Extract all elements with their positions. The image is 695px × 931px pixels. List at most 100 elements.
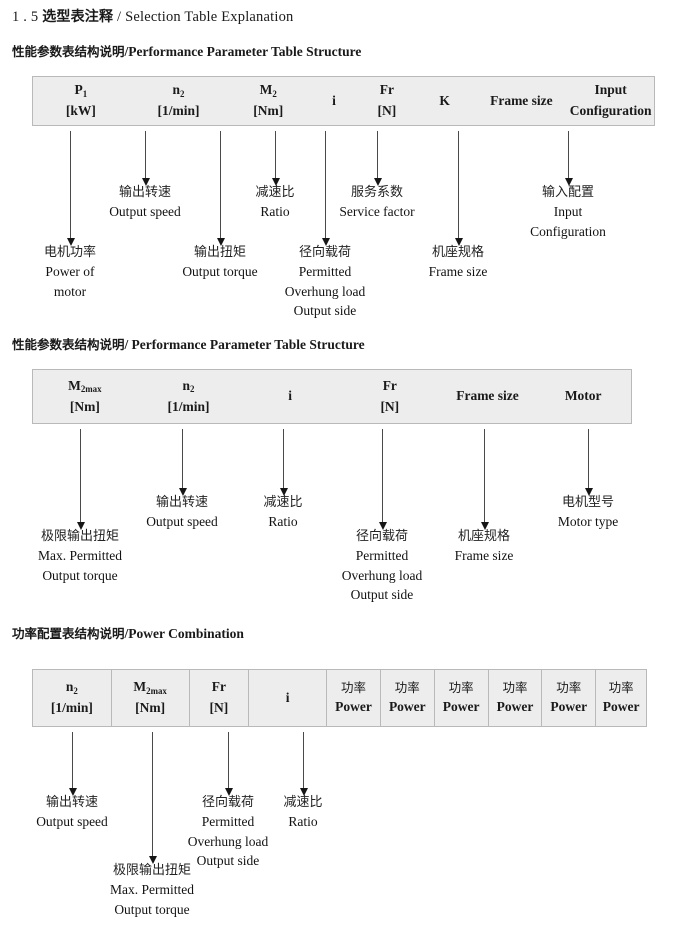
- annotation-label-en: Max. Permitted: [38, 548, 122, 564]
- annotation-label: 输出转速 Output speed: [109, 184, 181, 222]
- header-unit: Power: [550, 699, 588, 715]
- table-header-cell: Fr[N]: [188, 670, 249, 726]
- annotation-label-en: Output speed: [36, 814, 108, 830]
- header-unit: Power: [388, 699, 426, 715]
- annotation-label-cn: 电机型号: [561, 495, 614, 510]
- section-heading-2-sep: /: [124, 337, 129, 352]
- annotation-label-en: Motor type: [557, 514, 619, 530]
- header-unit: [Nm]: [135, 700, 166, 715]
- table-header-cell: M2max [Nm]: [110, 670, 189, 726]
- title-separator: /: [117, 9, 122, 25]
- annotation-label-en: Ratio: [260, 204, 290, 220]
- annotation-label-en: Output speed: [146, 514, 218, 530]
- annotation-label-cn: 输出扭矩: [193, 245, 246, 260]
- annotation-label-cn: 极限输出扭矩: [112, 863, 191, 878]
- annotation-arrow: [66, 131, 75, 246]
- table-header-cell: P1 [kW]: [33, 77, 129, 125]
- table-header-cell: Fr [N]: [360, 77, 414, 125]
- annotation-label-cn: 径向载荷: [201, 795, 255, 810]
- section-heading-3: 功率配置表结构说明/Power Combination: [12, 623, 244, 642]
- annotation-label-cn: 减速比: [263, 495, 303, 510]
- header-symbol: 功率: [394, 679, 420, 695]
- annotation-arrow: [378, 429, 387, 530]
- table-header-cell: Frame size: [476, 77, 568, 125]
- section-heading-1: 性能参数表结构说明/Performance Parameter Table St…: [12, 41, 361, 60]
- annotation-label-en: Ratio: [268, 514, 298, 530]
- header-symbol: i: [285, 689, 290, 705]
- annotation-label-cn: 径向载荷: [355, 529, 409, 544]
- header-symbol: M2max: [68, 377, 102, 395]
- header-unit: [1/min]: [167, 398, 210, 414]
- table-header-cell: i: [308, 77, 360, 125]
- annotation-label: 机座规格 Frame size: [455, 528, 514, 566]
- header-unit: [1/min]: [50, 700, 93, 715]
- header-symbol: Fr: [379, 82, 394, 98]
- header-unit: Configuration: [569, 103, 652, 118]
- annotation-label-cn: 径向载荷: [298, 245, 352, 260]
- section-heading-1-cn: 性能参数表结构说明: [12, 44, 125, 59]
- section-heading-3-sep: /: [124, 626, 129, 641]
- header-unit: [kW]: [65, 103, 96, 118]
- header-unit: Power: [602, 699, 640, 715]
- annotation-arrow: [76, 429, 85, 530]
- section-heading-1-sep: /: [124, 44, 129, 59]
- annotation-label-cn: 电机功率: [43, 245, 97, 260]
- table-header-cell: Fr [N]: [340, 370, 440, 423]
- annotation-arrow: [454, 131, 463, 246]
- header-symbol: P1: [74, 82, 88, 99]
- header-symbol: Fr: [382, 377, 397, 393]
- annotation-label-en: Output torque: [182, 264, 258, 280]
- header-symbol: 功率: [608, 679, 634, 695]
- header-unit: [Nm]: [253, 103, 284, 118]
- annotation-label-en: Frame size: [454, 548, 514, 564]
- annotation-label-cn: 极限输出扭矩: [40, 529, 119, 544]
- annotation-label: 输出扭矩 Output torque: [182, 244, 257, 282]
- header-unit: [N]: [377, 103, 397, 118]
- annotation-label-cn: 服务系数: [350, 185, 403, 200]
- annotation-label-en: Permitted: [201, 814, 255, 830]
- annotation-label-en: Output side: [350, 586, 414, 602]
- annotation-label-en: Power of: [45, 264, 95, 280]
- annotation-label-cn: 输出转速: [118, 185, 171, 200]
- header-symbol: M2max: [133, 679, 167, 696]
- annotation-label-en: Overhung load: [341, 567, 423, 583]
- annotation-label-en: Overhung load: [284, 283, 366, 299]
- annotation-label-cn: 减速比: [255, 185, 295, 200]
- table-header-cell: 功率 Power: [379, 670, 434, 726]
- header-unit: [1/min]: [157, 103, 200, 118]
- annotation-label-cn: 输入配置: [541, 185, 594, 200]
- header-symbol: Frame size: [490, 92, 553, 108]
- annotation-label-en: Output torque: [114, 901, 190, 917]
- table-header-cell: Frame size: [440, 370, 536, 423]
- header-unit: [N]: [380, 398, 400, 414]
- table-header-cell: M2 [Nm]: [228, 77, 308, 125]
- page-title-en: Selection Table Explanation: [125, 9, 294, 25]
- page-title-cn: 选型表注释: [42, 9, 114, 25]
- annotation-arrow: [299, 732, 308, 796]
- annotation-label-en: Output speed: [109, 204, 181, 220]
- annotation-label: 减速比 Ratio: [263, 494, 302, 532]
- header-unit: Power: [496, 699, 534, 715]
- annotation-label-cn: 机座规格: [457, 529, 511, 544]
- annotation-arrow: [279, 429, 288, 496]
- annotation-arrow: [271, 131, 280, 186]
- annotation-label-en: Ratio: [288, 814, 318, 830]
- annotation-arrow: [224, 732, 233, 796]
- table-header-cell: i: [240, 370, 340, 423]
- header-symbol: M2: [259, 82, 277, 99]
- annotation-arrow: [216, 131, 225, 246]
- section-heading-3-cn: 功率配置表结构说明: [12, 626, 125, 641]
